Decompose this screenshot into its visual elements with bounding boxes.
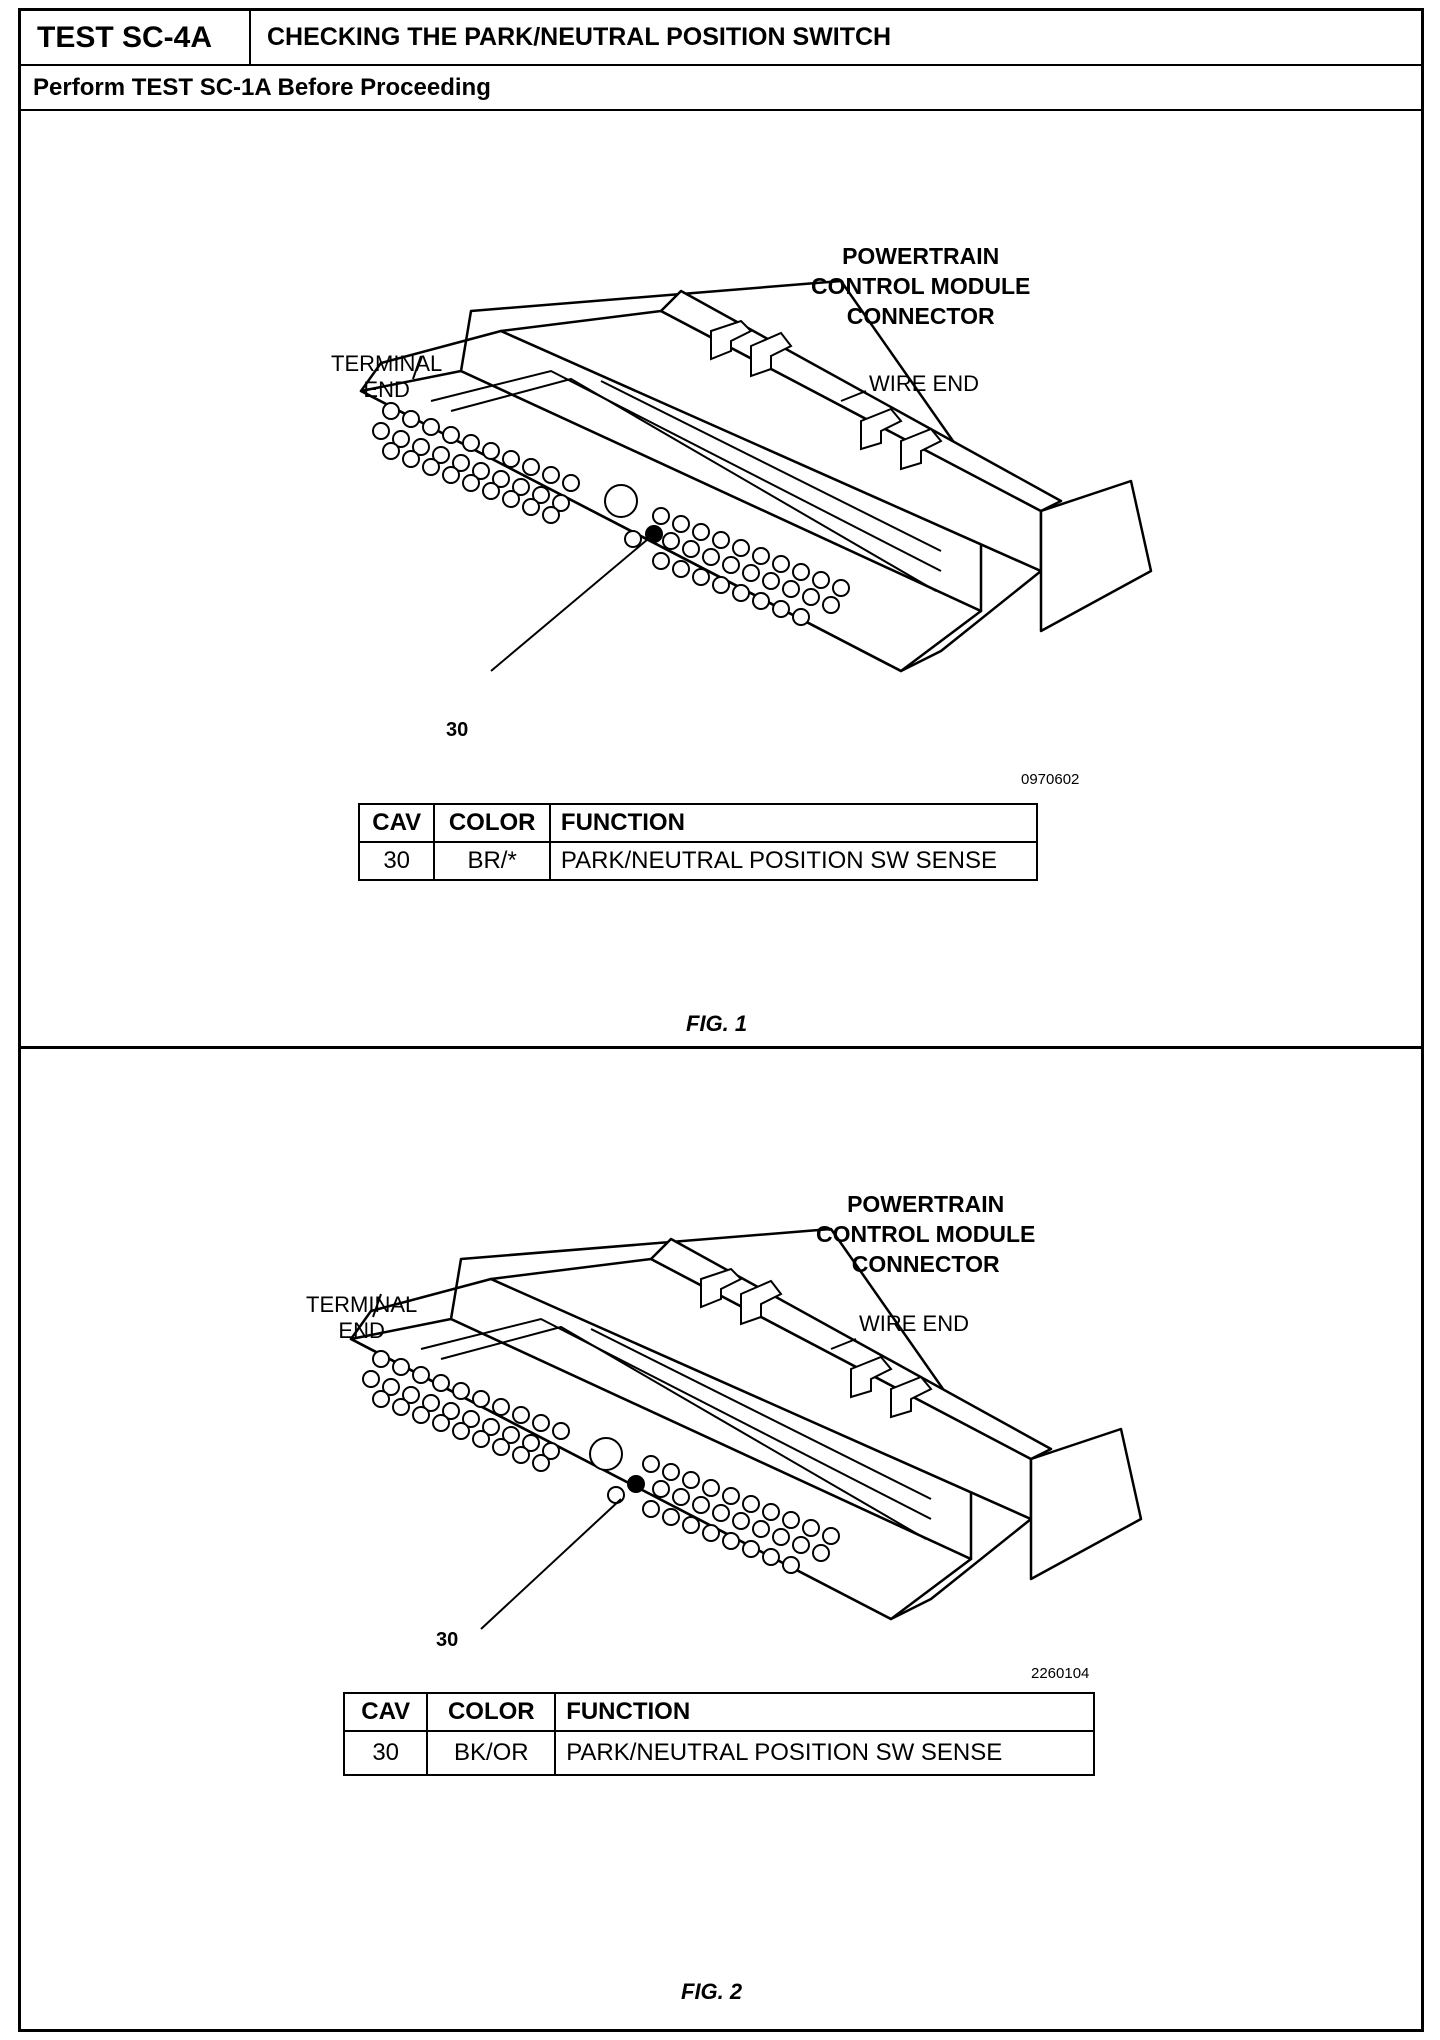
cavity-table: CAV COLOR FUNCTION 30 BK/OR PARK/NEUTRAL… [342,1692,1095,1776]
image-code: 0970602 [1021,771,1080,788]
table-header-row: CAV COLOR FUNCTION [342,1692,1095,1732]
test-page: TEST SC-4A CHECKING THE PARK/NEUTRAL POS… [18,8,1424,2032]
cavity-30-callout: 30 [436,1629,459,1651]
cavity-30-callout: 30 [446,719,469,741]
header-function: FUNCTION [548,803,1039,843]
header-color: COLOR [426,1692,557,1732]
table-row: 30 BR/* PARK/NEUTRAL POSITION SW SENSE [357,841,1039,881]
cell-cav: 30 [342,1730,429,1776]
image-code: 2260104 [1031,1665,1090,1682]
cavity-table: CAV COLOR FUNCTION 30 BR/* PARK/NEUTRAL … [357,803,1039,881]
figure-2-panel: POWERTRAIN CONTROL MODULE CONNECTOR TERM… [21,1049,1421,2029]
figure-1-panel: POWERTRAIN CONTROL MODULE CONNECTOR TERM… [21,111,1421,1049]
connector-diagram-2 [349,1227,1143,1630]
cell-function: PARK/NEUTRAL POSITION SW SENSE [548,841,1039,881]
table-header-row: CAV COLOR FUNCTION [357,803,1039,843]
header-color: COLOR [433,803,551,843]
cell-cav: 30 [357,841,436,881]
header-function: FUNCTION [554,1692,1095,1732]
figure-caption: FIG. 1 [686,1011,748,1036]
test-title: CHECKING THE PARK/NEUTRAL POSITION SWITC… [267,23,892,51]
cell-color: BR/* [433,841,551,881]
connector-label: POWERTRAIN CONTROL MODULE CONNECTOR [816,1191,1036,1277]
wire-end-label: WIRE END [859,1311,969,1336]
table-row: 30 BK/OR PARK/NEUTRAL POSITION SW SENSE [342,1730,1095,1776]
connector-label: POWERTRAIN CONTROL MODULE CONNECTOR [811,243,1031,329]
connector-diagram-1 [359,279,1153,673]
header-row: TEST SC-4A CHECKING THE PARK/NEUTRAL POS… [21,11,1421,66]
terminal-end-label: TERMINAL END [306,1292,418,1343]
figure-caption: FIG. 2 [681,1979,743,2004]
header-cav: CAV [357,803,436,843]
cell-color: BK/OR [426,1730,557,1776]
terminal-end-label: TERMINAL END [331,351,443,402]
test-id: TEST SC-4A [21,11,251,64]
wire-end-label: WIRE END [869,371,979,396]
prerequisite-note: Perform TEST SC-1A Before Proceeding [21,66,1421,111]
cell-function: PARK/NEUTRAL POSITION SW SENSE [554,1730,1095,1776]
header-cav: CAV [342,1692,429,1732]
